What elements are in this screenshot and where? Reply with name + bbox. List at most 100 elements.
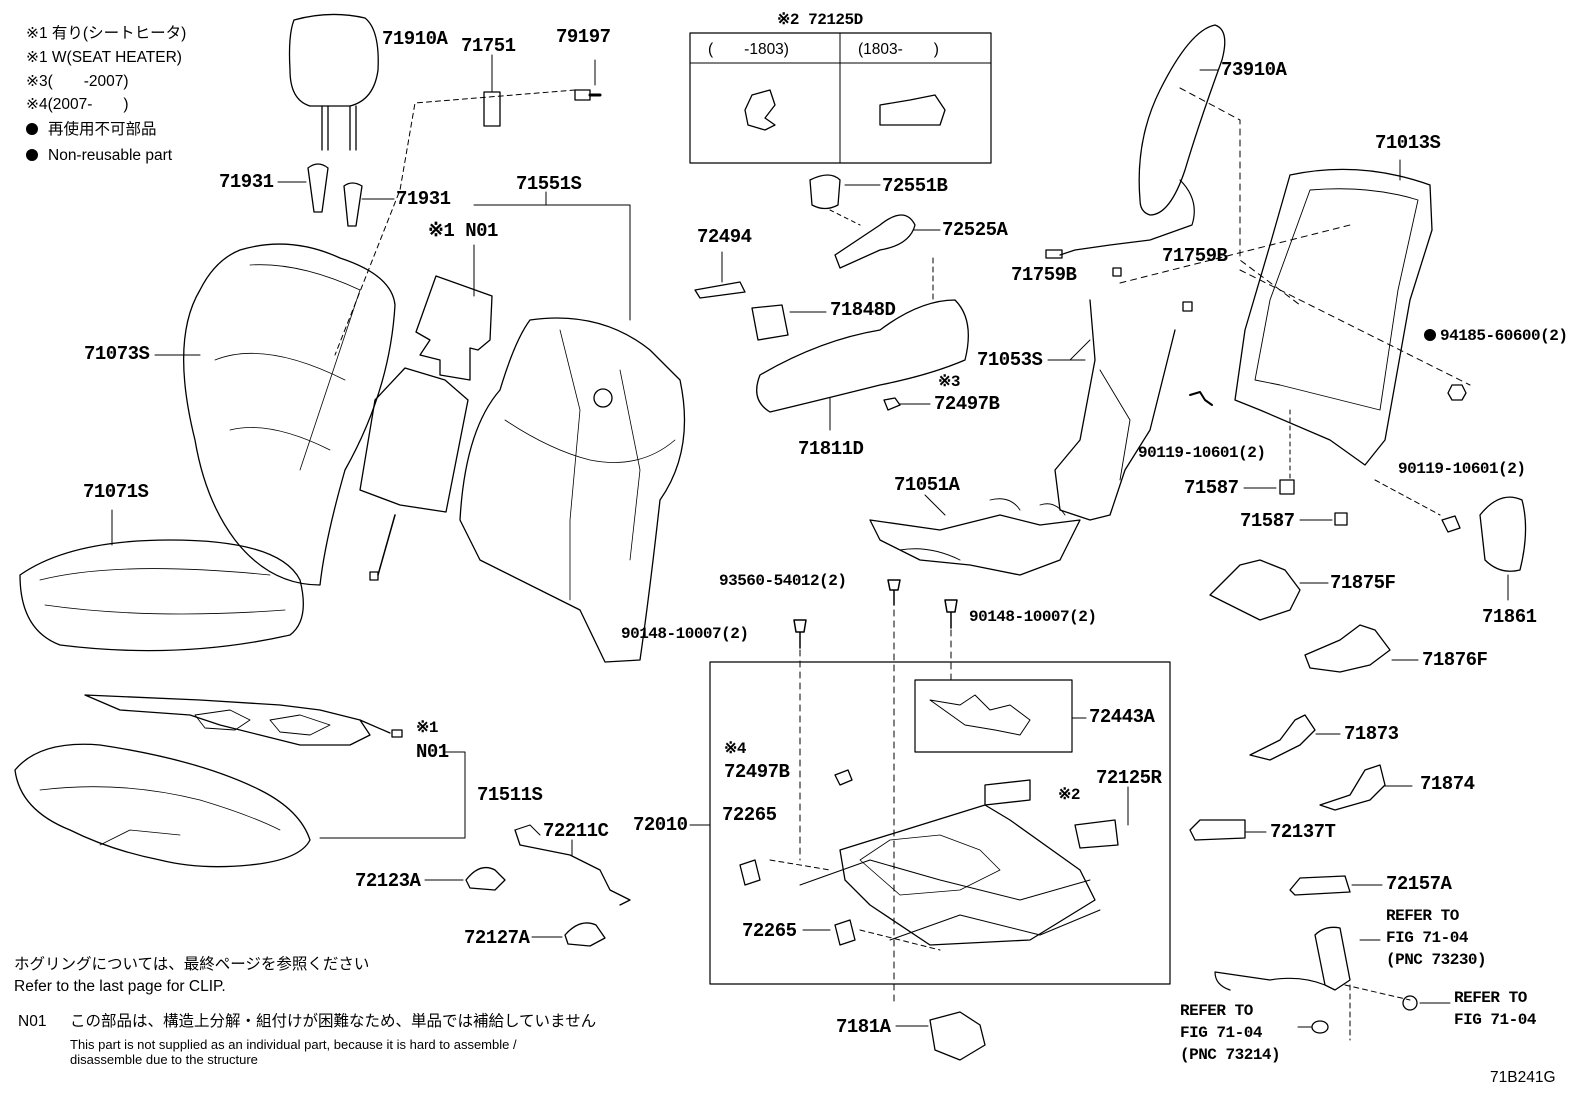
frame-71013S-drawing bbox=[1234, 159, 1433, 466]
refer-73214-line1[interactable]: REFER TO bbox=[1180, 1002, 1253, 1020]
wire-72211C-drawing bbox=[514, 829, 631, 906]
part-94185[interactable]: 94185-60600(2) bbox=[1424, 328, 1568, 344]
part-71053S[interactable]: 71053S bbox=[977, 349, 1043, 371]
refer-73214-line3[interactable]: (PNC 73214) bbox=[1180, 1046, 1281, 1064]
clip-old-drawing bbox=[744, 89, 776, 131]
part-90148-b[interactable]: 90148-10007(2) bbox=[969, 608, 1097, 626]
cover-71876F-drawing bbox=[1304, 624, 1391, 673]
part-90119-b[interactable]: 90119-10601(2) bbox=[1398, 460, 1526, 478]
part-72127A[interactable]: 72127A bbox=[464, 927, 530, 949]
part-90148-a[interactable]: 90148-10007(2) bbox=[621, 625, 749, 643]
guide-71931a-drawing bbox=[307, 163, 329, 213]
part-72497B-top[interactable]: 72497B bbox=[934, 393, 1000, 415]
part-72265-b[interactable]: 72265 bbox=[742, 920, 797, 942]
clip-new-drawing bbox=[879, 94, 946, 126]
part-72010[interactable]: 72010 bbox=[633, 814, 688, 836]
refer-73230-line3[interactable]: (PNC 73230) bbox=[1386, 951, 1487, 969]
clip-note-en: Refer to the last page for CLIP. bbox=[14, 978, 226, 995]
part-n01-top[interactable]: ※1 N01 bbox=[428, 220, 498, 242]
part-72494[interactable]: 72494 bbox=[697, 226, 752, 248]
clip-72125-drawing bbox=[984, 779, 1031, 806]
lumbar-71053S-drawing bbox=[1054, 299, 1176, 521]
garnish-72137T-drawing bbox=[1189, 819, 1246, 841]
knob-72525A-drawing bbox=[834, 214, 916, 269]
part-72265-a[interactable]: 72265 bbox=[722, 804, 777, 826]
clip-note-jp: ホグリングについては、最終ページを参照ください bbox=[14, 956, 370, 973]
part-7181A[interactable]: 7181A bbox=[836, 1016, 891, 1038]
garnish-72157A-drawing bbox=[1289, 875, 1351, 896]
wire-71051A-drawing bbox=[869, 514, 1081, 576]
refer-73230-line2[interactable]: FIG 71-04 bbox=[1386, 929, 1468, 947]
legend-nonreuse-en: Non-reusable part bbox=[26, 148, 172, 164]
cushion-cover-71071S-drawing bbox=[19, 509, 304, 652]
part-71874[interactable]: 71874 bbox=[1420, 773, 1475, 795]
inset-col1: ( -1803) bbox=[708, 41, 789, 58]
part-72137T[interactable]: 72137T bbox=[1270, 821, 1336, 843]
part-72211C[interactable]: 72211C bbox=[543, 820, 609, 842]
part-71931-a[interactable]: 71931 bbox=[219, 171, 274, 193]
part-72551B[interactable]: 72551B bbox=[882, 175, 948, 197]
part-93560[interactable]: 93560-54012(2) bbox=[719, 572, 847, 590]
part-72123A[interactable]: 72123A bbox=[355, 870, 421, 892]
part-72443A[interactable]: 72443A bbox=[1089, 706, 1155, 728]
refer-fig-line1[interactable]: REFER TO bbox=[1454, 989, 1527, 1007]
cover-72551B-drawing bbox=[809, 174, 841, 210]
part-n01-bottom[interactable]: N01 bbox=[416, 741, 449, 763]
note2-mark: ※2 bbox=[1058, 786, 1081, 804]
nonreuse-dot-icon bbox=[26, 149, 38, 161]
bracket-72494-drawing bbox=[694, 281, 746, 299]
part-72525A[interactable]: 72525A bbox=[942, 219, 1008, 241]
part-72497B-bottom[interactable]: 72497B bbox=[724, 761, 790, 783]
seatback-cover-71073S-drawing bbox=[154, 243, 396, 586]
part-71587-b[interactable]: 71587 bbox=[1240, 510, 1295, 532]
part-71551S[interactable]: 71551S bbox=[516, 173, 582, 195]
cover-71861-drawing bbox=[1479, 496, 1527, 572]
part-73910A[interactable]: 73910A bbox=[1221, 59, 1287, 81]
part-71848D[interactable]: 71848D bbox=[830, 299, 896, 321]
heater-pad-back-drawing bbox=[359, 244, 493, 581]
nonreuse-dot-icon bbox=[26, 123, 38, 135]
part-71051A[interactable]: 71051A bbox=[894, 474, 960, 496]
refer-fig-line2[interactable]: FIG 71-04 bbox=[1454, 1011, 1536, 1029]
part-71511S[interactable]: 71511S bbox=[477, 784, 543, 806]
adjuster-72010-box bbox=[709, 661, 1171, 985]
headrest-71910A-drawing bbox=[288, 13, 379, 151]
refer-73214-line2[interactable]: FIG 71-04 bbox=[1180, 1024, 1262, 1042]
part-71811D[interactable]: 71811D bbox=[798, 438, 864, 460]
part-71759B-a[interactable]: 71759B bbox=[1162, 245, 1228, 267]
part-71587-a[interactable]: 71587 bbox=[1184, 477, 1239, 499]
buckle-drawing bbox=[1314, 926, 1351, 991]
legend-note4: ※4(2007- ) bbox=[26, 96, 129, 113]
part-71876F[interactable]: 71876F bbox=[1422, 649, 1488, 671]
n01-note-jp: この部品は、構造上分解・組付けが困難なため、単品では補給していません bbox=[70, 1013, 597, 1030]
switch-7181A-drawing bbox=[929, 1011, 986, 1061]
shield-71811D-drawing bbox=[756, 299, 969, 413]
part-90119-a[interactable]: 90119-10601(2) bbox=[1138, 444, 1266, 462]
part-71013S[interactable]: 71013S bbox=[1375, 132, 1441, 154]
part-71910A[interactable]: 71910A bbox=[382, 28, 448, 50]
part-72125R[interactable]: 72125R bbox=[1096, 767, 1162, 789]
part-72157A[interactable]: 72157A bbox=[1386, 873, 1452, 895]
heater-pad-cushion-drawing bbox=[84, 694, 403, 746]
part-71873[interactable]: 71873 bbox=[1344, 723, 1399, 745]
refer-73230-line1[interactable]: REFER TO bbox=[1386, 907, 1459, 925]
cover-71873-drawing bbox=[1249, 714, 1316, 761]
nonreuse-dot-icon bbox=[1424, 329, 1436, 341]
part-71875F[interactable]: 71875F bbox=[1330, 572, 1396, 594]
n01-footer-label: N01 bbox=[18, 1013, 47, 1030]
part-71073S[interactable]: 71073S bbox=[84, 343, 150, 365]
cover-71875F-drawing bbox=[1209, 559, 1301, 621]
motor-72443A-box bbox=[914, 679, 1073, 753]
inset-title[interactable]: ※2 72125D bbox=[777, 11, 863, 29]
cover-71874-drawing bbox=[1319, 764, 1386, 811]
part-71759B-b[interactable]: 71759B bbox=[1011, 264, 1077, 286]
part-71931-b[interactable]: 71931 bbox=[396, 188, 451, 210]
part-71071S[interactable]: 71071S bbox=[83, 481, 149, 503]
part-71861[interactable]: 71861 bbox=[1482, 606, 1537, 628]
note4-mark: ※4 bbox=[724, 740, 747, 758]
part-79197[interactable]: 79197 bbox=[556, 26, 611, 48]
part-71751[interactable]: 71751 bbox=[461, 35, 516, 57]
seat-adjuster-frame-drawing bbox=[799, 804, 1101, 946]
legend-note1-jp: ※1 有り(シートヒータ) bbox=[26, 25, 187, 42]
